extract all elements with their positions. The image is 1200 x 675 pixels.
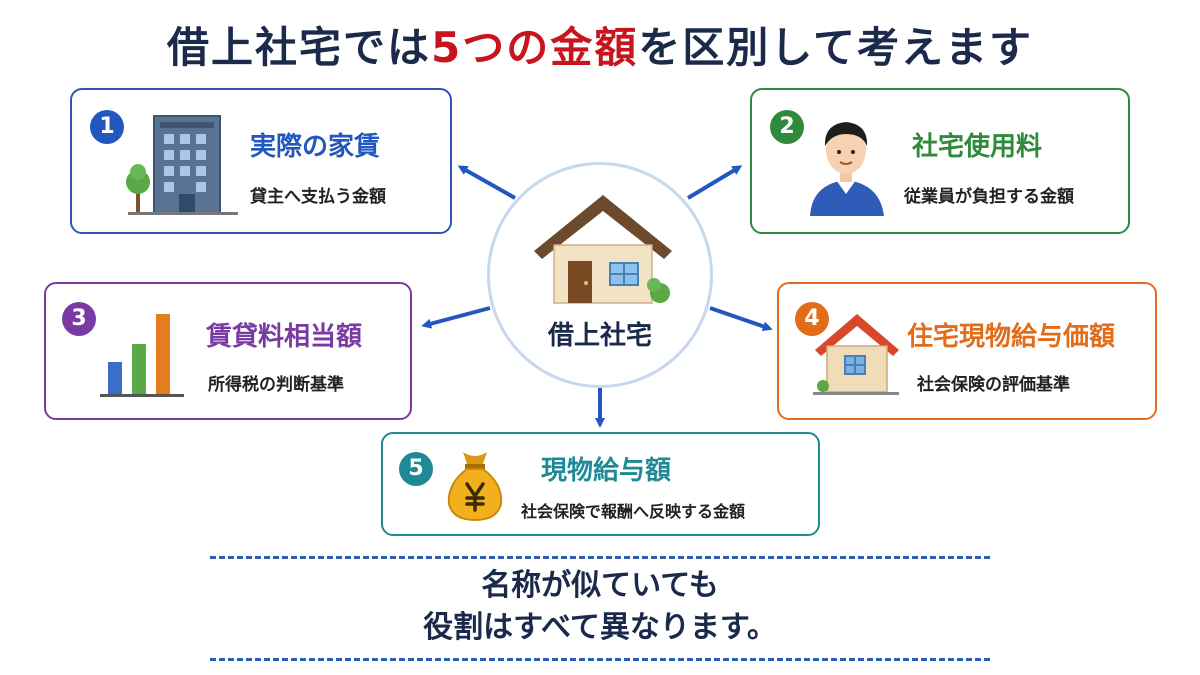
card-number-badge: 3 xyxy=(62,302,96,336)
note-line1: 名称が似ていても xyxy=(481,568,719,603)
card-subtitle: 貸主へ支払う金額 xyxy=(250,187,386,207)
page-title: 借上社宅では5つの金額を区別して考えます xyxy=(0,14,1200,75)
card-company-housing-fee: 2 社宅使用料 従業員が負担する金額 xyxy=(750,88,1130,234)
office-building-icon xyxy=(126,115,238,215)
house-icon xyxy=(534,195,672,304)
title-highlight: 5つの金額 xyxy=(431,23,639,72)
card-title: 社宅使用料 xyxy=(912,132,1043,162)
arrow-to-card1 xyxy=(457,165,516,200)
arrow-to-card2 xyxy=(686,165,743,200)
house-icon xyxy=(813,314,899,395)
card-in-kind-salary: 5 現物給与額 社会保険で報酬へ反映する金額 xyxy=(381,432,820,536)
card-title: 住宅現物給与価額 xyxy=(907,322,1116,352)
card-subtitle: 従業員が負担する金額 xyxy=(904,187,1074,207)
card-number-badge: 5 xyxy=(399,452,433,486)
card-number-badge: 2 xyxy=(770,110,804,144)
divider-top xyxy=(210,556,990,559)
yen-money-bag-icon xyxy=(447,452,503,522)
title-part1: 借上社宅では xyxy=(167,23,432,72)
card-number-badge: 1 xyxy=(90,110,124,144)
card-title: 賃貸料相当額 xyxy=(206,322,363,352)
card-title: 実際の家賃 xyxy=(250,132,381,162)
card-number-badge: 4 xyxy=(795,302,829,336)
employee-icon xyxy=(810,122,884,216)
card-subtitle: 社会保険の評価基準 xyxy=(917,375,1070,395)
title-part2: を区別して考えます xyxy=(638,23,1033,72)
arrow-to-card4 xyxy=(709,306,773,332)
card-subtitle: 所得税の判断基準 xyxy=(208,375,344,395)
card-title: 現物給与額 xyxy=(541,456,672,486)
card-rent-equivalent: 3 賃貸料相当額 所得税の判断基準 xyxy=(44,282,412,420)
divider-bottom xyxy=(210,658,990,661)
note-line2: 役割はすべて異なります。 xyxy=(423,610,777,645)
center-label: 借上社宅 xyxy=(547,321,652,351)
bar-chart-icon xyxy=(100,314,184,397)
arrow-to-card3 xyxy=(421,306,491,329)
card-housing-in-kind-value: 4 住宅現物給与価額 社会保険の評価基準 xyxy=(777,282,1157,420)
card-actual-rent: 1 実際の家賃 貸主へ支払う金額 xyxy=(70,88,452,234)
card-subtitle: 社会保険で報酬へ反映する金額 xyxy=(521,502,746,521)
center-node-company-housing: 借上社宅 xyxy=(487,162,713,388)
